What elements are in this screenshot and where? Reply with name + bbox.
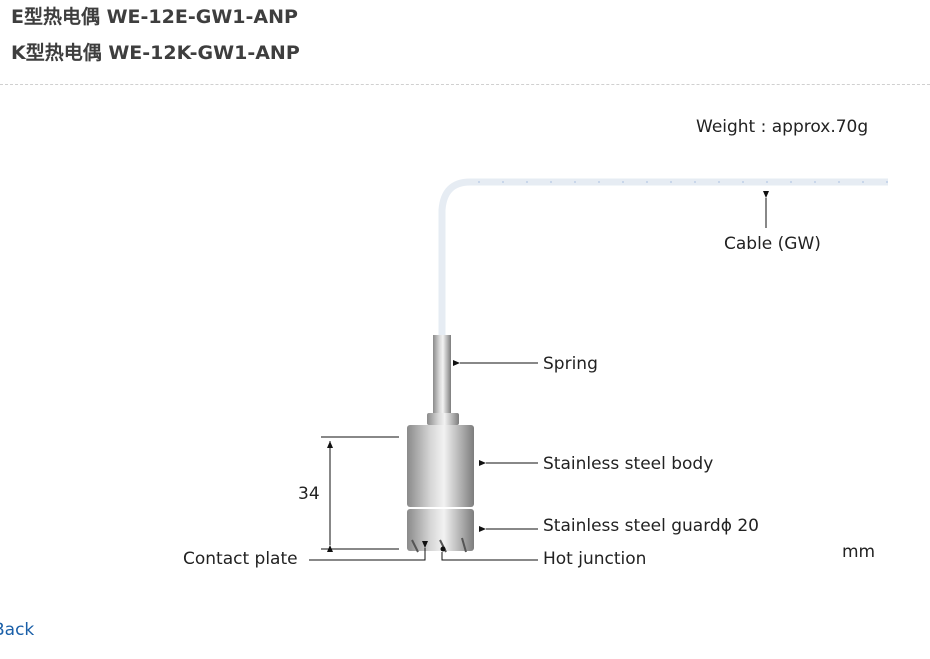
spring	[433, 335, 451, 413]
stainless-steel-body	[407, 425, 474, 507]
back-link[interactable]: Back	[0, 620, 35, 640]
hot-junction-label: Hot junction	[543, 549, 646, 569]
spring-label: Spring	[543, 354, 598, 374]
body-label: Stainless steel body	[543, 454, 713, 474]
cable-label: Cable (GW)	[724, 234, 821, 254]
weight-label: Weight : approx.70g	[696, 117, 868, 137]
product-title-e-type: E型热电偶 WE-12E-GW1-ANP	[11, 6, 298, 28]
cable	[438, 178, 888, 335]
guard-label: Stainless steel guardϕ 20	[543, 516, 759, 536]
product-title-k-type: K型热电偶 WE-12K-GW1-ANP	[11, 42, 300, 64]
divider	[0, 84, 930, 85]
stainless-steel-guard	[407, 509, 474, 551]
dimension-label: 34	[298, 484, 320, 504]
contact-plate-label: Contact plate	[183, 549, 298, 569]
unit-label: mm	[842, 542, 875, 562]
